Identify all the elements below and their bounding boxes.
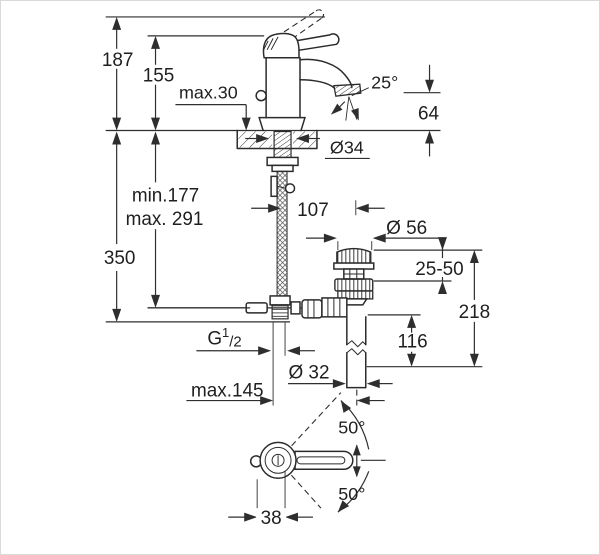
spout [299,58,353,89]
pop-up-waste-assembly [301,247,375,407]
lever-hub-detail [263,36,279,51]
dim-155-label: 155 [143,66,175,87]
tailpipe [346,316,367,389]
dim-64-label: 64 [418,104,439,125]
aerator [333,83,362,97]
connector-thread-g12 [271,304,289,320]
base-escutcheon [258,116,306,132]
waste-flange [333,262,375,270]
dim-dia34: Ø34 [245,134,370,160]
lever-arm-slot [296,456,346,465]
mounting-hardware [266,130,299,302]
mounting-washer [271,164,294,173]
waste-clamp-ring [334,278,374,292]
faucet-side-view [255,9,369,132]
dim-350-label: 350 [104,248,136,269]
dim-107: 107 [251,200,385,221]
handle-rosette-ring [264,446,292,474]
handle-pivot [271,453,285,467]
dim-50deg-upper-label: 50° [338,417,365,437]
dim-25deg-label: 25° [371,73,398,93]
spray-angle-marks [330,87,369,121]
pop-up-rod-link [276,185,287,189]
dim-supply-minmax: min.177 max. 291 [118,131,251,309]
lever-handle [286,33,340,53]
dim-max30: max.30 [175,83,251,131]
raised-lever-dashed-outline [283,9,325,40]
rod-coupling-nut [301,299,323,319]
dim-116-label: 116 [398,332,428,353]
dim-218-label: 218 [459,302,491,323]
dim-max145-label: max.145 [191,381,264,402]
dim-max145: max.145 [186,381,385,406]
waste-plug-cap [336,247,372,264]
dim-50deg-lower-label: 50° [338,484,365,504]
pop-up-knob [255,89,267,102]
reference-lines [105,16,483,368]
dim-dia56: Ø 56 [305,218,443,251]
mounting-locknut [266,156,299,167]
dim-dia32: Ø 32 [288,363,393,389]
dim-350: 350 [97,131,142,322]
dim-dia56-label: Ø 56 [386,218,427,239]
dim-38-label: 38 [261,508,282,529]
dim-64: 64 [418,64,439,157]
dim-min177-label: min.177 [132,185,199,206]
dim-116: 116 [392,314,433,367]
dim-max291-label: max. 291 [126,209,204,230]
pop-up-rod-bracket [270,175,278,198]
dim-155: 155 [139,35,178,131]
dim-187-label: 187 [102,50,134,71]
supply-hose-connector [269,295,291,320]
lever-arm-top-view [294,450,354,471]
dim-dia32-label: Ø 32 [288,363,329,384]
dim-25-50-label: 25-50 [415,259,463,280]
dim-107-label: 107 [297,200,329,221]
dim-187: 187 [97,16,138,131]
threaded-shank [273,130,292,159]
waste-slots [343,268,365,280]
deck-hatch-left [238,131,273,148]
dim-max30-label: max.30 [179,83,238,103]
dim-218: 218 [454,250,495,367]
dim-g12-label: G1/2 [207,325,241,351]
dim-25-50: 25-50 [410,237,469,294]
dim-38: 38 [228,471,313,529]
rod-clamp-sleeve [290,301,301,315]
dim-g12: G1/2 [196,321,315,406]
faucet-body [265,57,301,119]
lever-top-view [249,392,386,513]
connector-hex [269,295,291,306]
dim-dia34-label: Ø34 [330,137,364,157]
pop-up-rod-ball-joint [284,183,296,194]
